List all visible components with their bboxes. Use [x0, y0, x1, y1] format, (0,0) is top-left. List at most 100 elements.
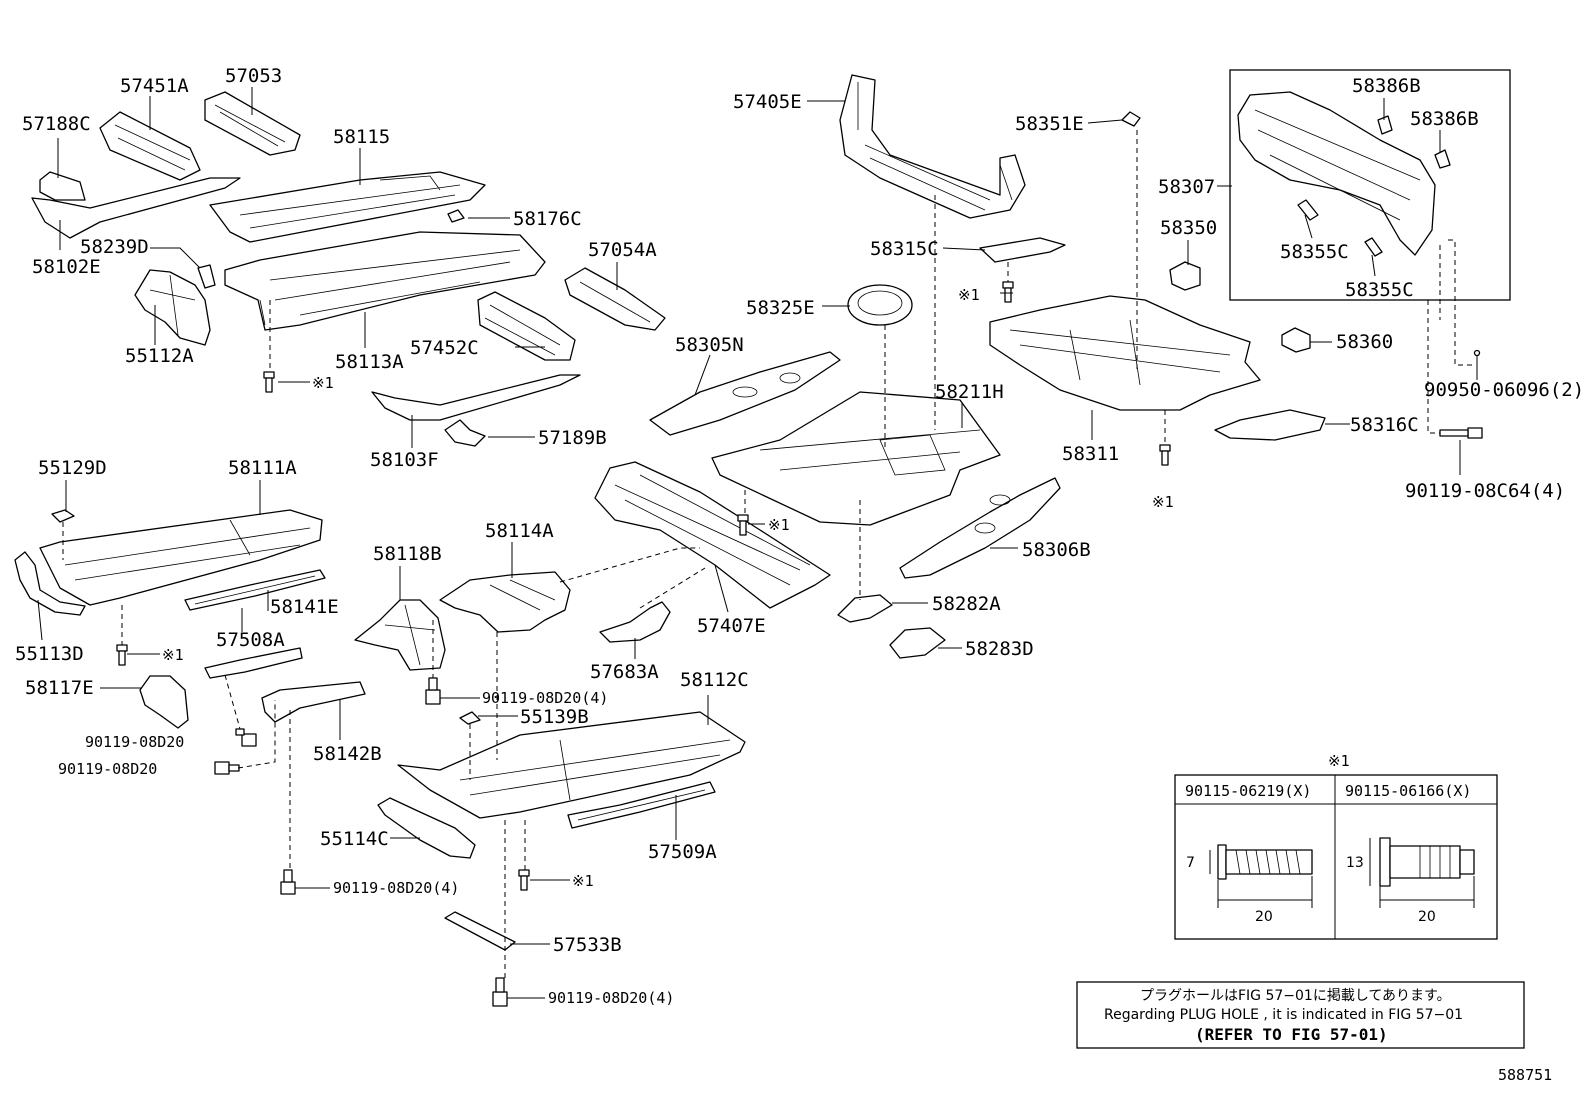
- label-90119-08D20-4-a: 90119-08D20(4): [482, 689, 608, 707]
- label-58305N: 58305N: [675, 334, 744, 356]
- part-58111A-shape: [39, 509, 323, 606]
- mark-ref1: ※1: [1152, 493, 1174, 511]
- label-58350: 58350: [1160, 217, 1217, 239]
- label-90119-08D20-b: 90119-08D20: [58, 760, 157, 778]
- part-58211H-shape: [711, 391, 1001, 526]
- label-58311: 58311: [1062, 443, 1119, 465]
- part-55139B-shape: [459, 711, 481, 725]
- bolt-icon: [518, 869, 530, 891]
- label-58316C: 58316C: [1350, 414, 1419, 436]
- label-58112C: 58112C: [680, 669, 749, 691]
- label-58103F: 58103F: [370, 449, 439, 471]
- note-line-jp: プラグホールはFIG 57−01に掲載してあります。: [1140, 988, 1451, 1004]
- label-57683A: 57683A: [590, 661, 659, 683]
- flange-bolt-icon: [425, 677, 441, 705]
- legend-dim-l1: 20: [1255, 909, 1273, 925]
- part-58103F-shape: [371, 374, 581, 421]
- label-58118B: 58118B: [373, 543, 442, 565]
- label-90950-06096: 90950-06096(2): [1424, 379, 1584, 401]
- legend-dim-h2: 13: [1346, 855, 1364, 871]
- flange-bolt-icon: [235, 728, 257, 747]
- label-58355C-2: 58355C: [1345, 279, 1414, 301]
- label-57533B: 57533B: [553, 934, 622, 956]
- flange-bolt-icon: [280, 869, 296, 895]
- label-57508A: 57508A: [216, 629, 285, 651]
- label-57452C: 57452C: [410, 337, 479, 359]
- part-57407E-shape: [594, 461, 831, 609]
- label-58360: 58360: [1336, 331, 1393, 353]
- part-58176C-shape: [447, 209, 465, 223]
- part-58142B-shape: [261, 681, 366, 723]
- label-58282A: 58282A: [932, 593, 1001, 615]
- part-58118B-shape: [354, 599, 446, 671]
- part-58306B-shape: [899, 477, 1061, 579]
- part-58351E-shape: [1121, 111, 1141, 127]
- bolt-icon: [263, 371, 275, 393]
- label-90119-08D20-a: 90119-08D20: [85, 733, 184, 751]
- label-58176C: 58176C: [513, 208, 582, 230]
- label-57189B: 57189B: [538, 427, 607, 449]
- part-57508A-shape: [204, 647, 303, 679]
- flange-bolt-icon: [1439, 427, 1483, 439]
- label-57509A: 57509A: [648, 841, 717, 863]
- diagram-id: 588751: [1498, 1066, 1552, 1084]
- flange-bolt-icon: [492, 977, 508, 1007]
- bolt-icon: [1002, 281, 1014, 303]
- part-58350-shape: [1169, 261, 1201, 291]
- legend-part-2: 90115-06166(X): [1345, 782, 1471, 800]
- part-58117E-shape: [139, 675, 189, 729]
- part-55112A-shape: [134, 269, 211, 346]
- label-55129D: 55129D: [38, 457, 107, 479]
- label-58115: 58115: [333, 126, 390, 148]
- label-55113D: 55113D: [15, 643, 84, 665]
- label-58113A: 58113A: [335, 351, 404, 373]
- label-57407E: 57407E: [697, 615, 766, 637]
- mark-ref1: ※1: [572, 872, 594, 890]
- legend-part-1: 90115-06219(X): [1185, 782, 1311, 800]
- label-58211H: 58211H: [935, 381, 1004, 403]
- part-shapes: [14, 69, 1511, 951]
- label-58117E: 58117E: [25, 677, 94, 699]
- label-58325E: 58325E: [746, 297, 815, 319]
- label-58114A: 58114A: [485, 520, 554, 542]
- label-58386B-2: 58386B: [1410, 108, 1479, 130]
- label-55112A: 55112A: [125, 345, 194, 367]
- legend-dim-l2: 20: [1418, 909, 1436, 925]
- part-57188C-shape: [39, 171, 86, 201]
- part-58311-shape: [989, 295, 1261, 411]
- label-57405E: 57405E: [733, 91, 802, 113]
- mark-ref1: ※1: [312, 374, 334, 392]
- legend-mark: ※1: [1328, 752, 1350, 770]
- label-58283D: 58283D: [965, 638, 1034, 660]
- label-58386B-1: 58386B: [1352, 75, 1421, 97]
- bolt-icon: [737, 514, 749, 536]
- label-58306B: 58306B: [1022, 539, 1091, 561]
- part-57533B-shape: [444, 911, 516, 951]
- label-55139B: 55139B: [520, 706, 589, 728]
- part-58114A-shape: [439, 571, 571, 633]
- label-58239D: 58239D: [80, 236, 149, 258]
- mark-ref1: ※1: [958, 286, 980, 304]
- part-57451A-shape: [99, 111, 201, 181]
- part-57189B-shape: [444, 419, 486, 447]
- box-58307: [1229, 69, 1511, 301]
- part-58315C-shape: [979, 237, 1066, 263]
- fasteners: [116, 281, 1483, 1007]
- part-58316C-shape: [1214, 409, 1326, 441]
- part-58355C-2-shape: [1364, 237, 1383, 257]
- part-58386B-2-shape: [1434, 149, 1451, 169]
- dashed-guides: [62, 130, 1475, 978]
- label-58142B: 58142B: [313, 743, 382, 765]
- label-90119-08D20-4-c: 90119-08D20(4): [548, 989, 674, 1007]
- bolt-icon: [116, 644, 128, 666]
- note-refer: (REFER TO FIG 57-01): [1195, 1025, 1388, 1044]
- bolt-icon: [1369, 837, 1475, 908]
- label-57053: 57053: [225, 65, 282, 87]
- part-57683A-shape: [599, 601, 671, 643]
- part-58386B-1-shape: [1377, 115, 1393, 135]
- leader-lines: [37, 87, 1461, 999]
- label-57054A: 57054A: [588, 239, 657, 261]
- part-58115-shape: [209, 171, 486, 243]
- note-box: プラグホールはFIG 57−01に掲載してあります。 Regarding PLU…: [1076, 981, 1525, 1049]
